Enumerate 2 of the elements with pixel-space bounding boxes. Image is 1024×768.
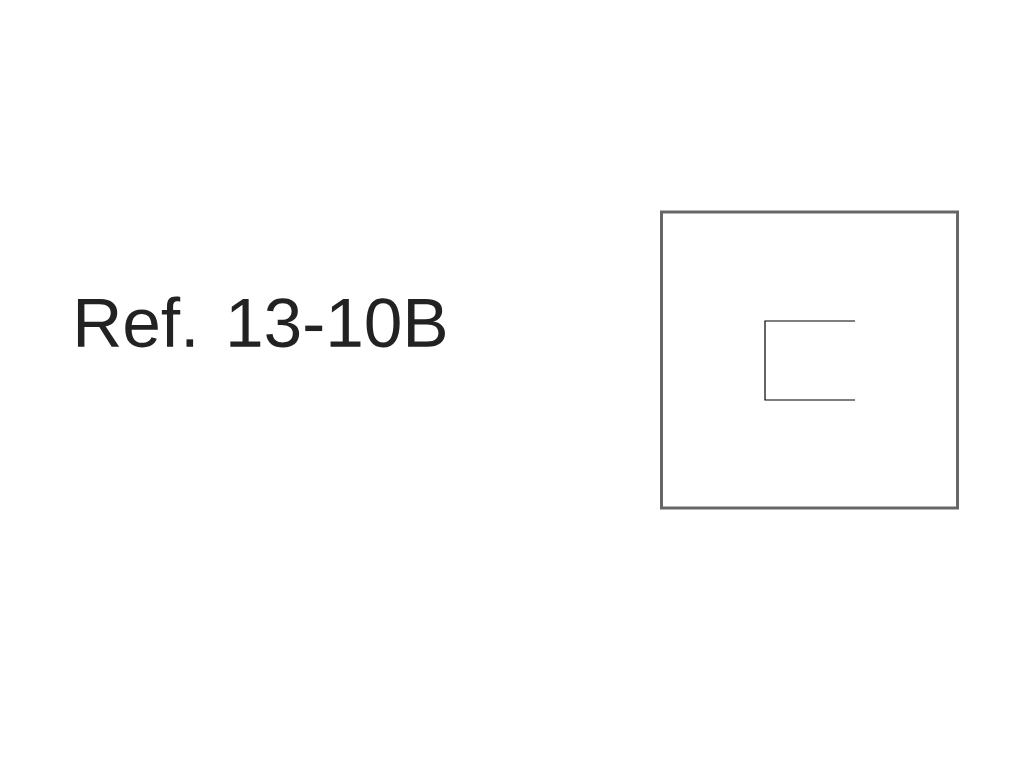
reference-label: Ref. 13-10B <box>77 296 445 348</box>
square-frame <box>660 210 959 510</box>
